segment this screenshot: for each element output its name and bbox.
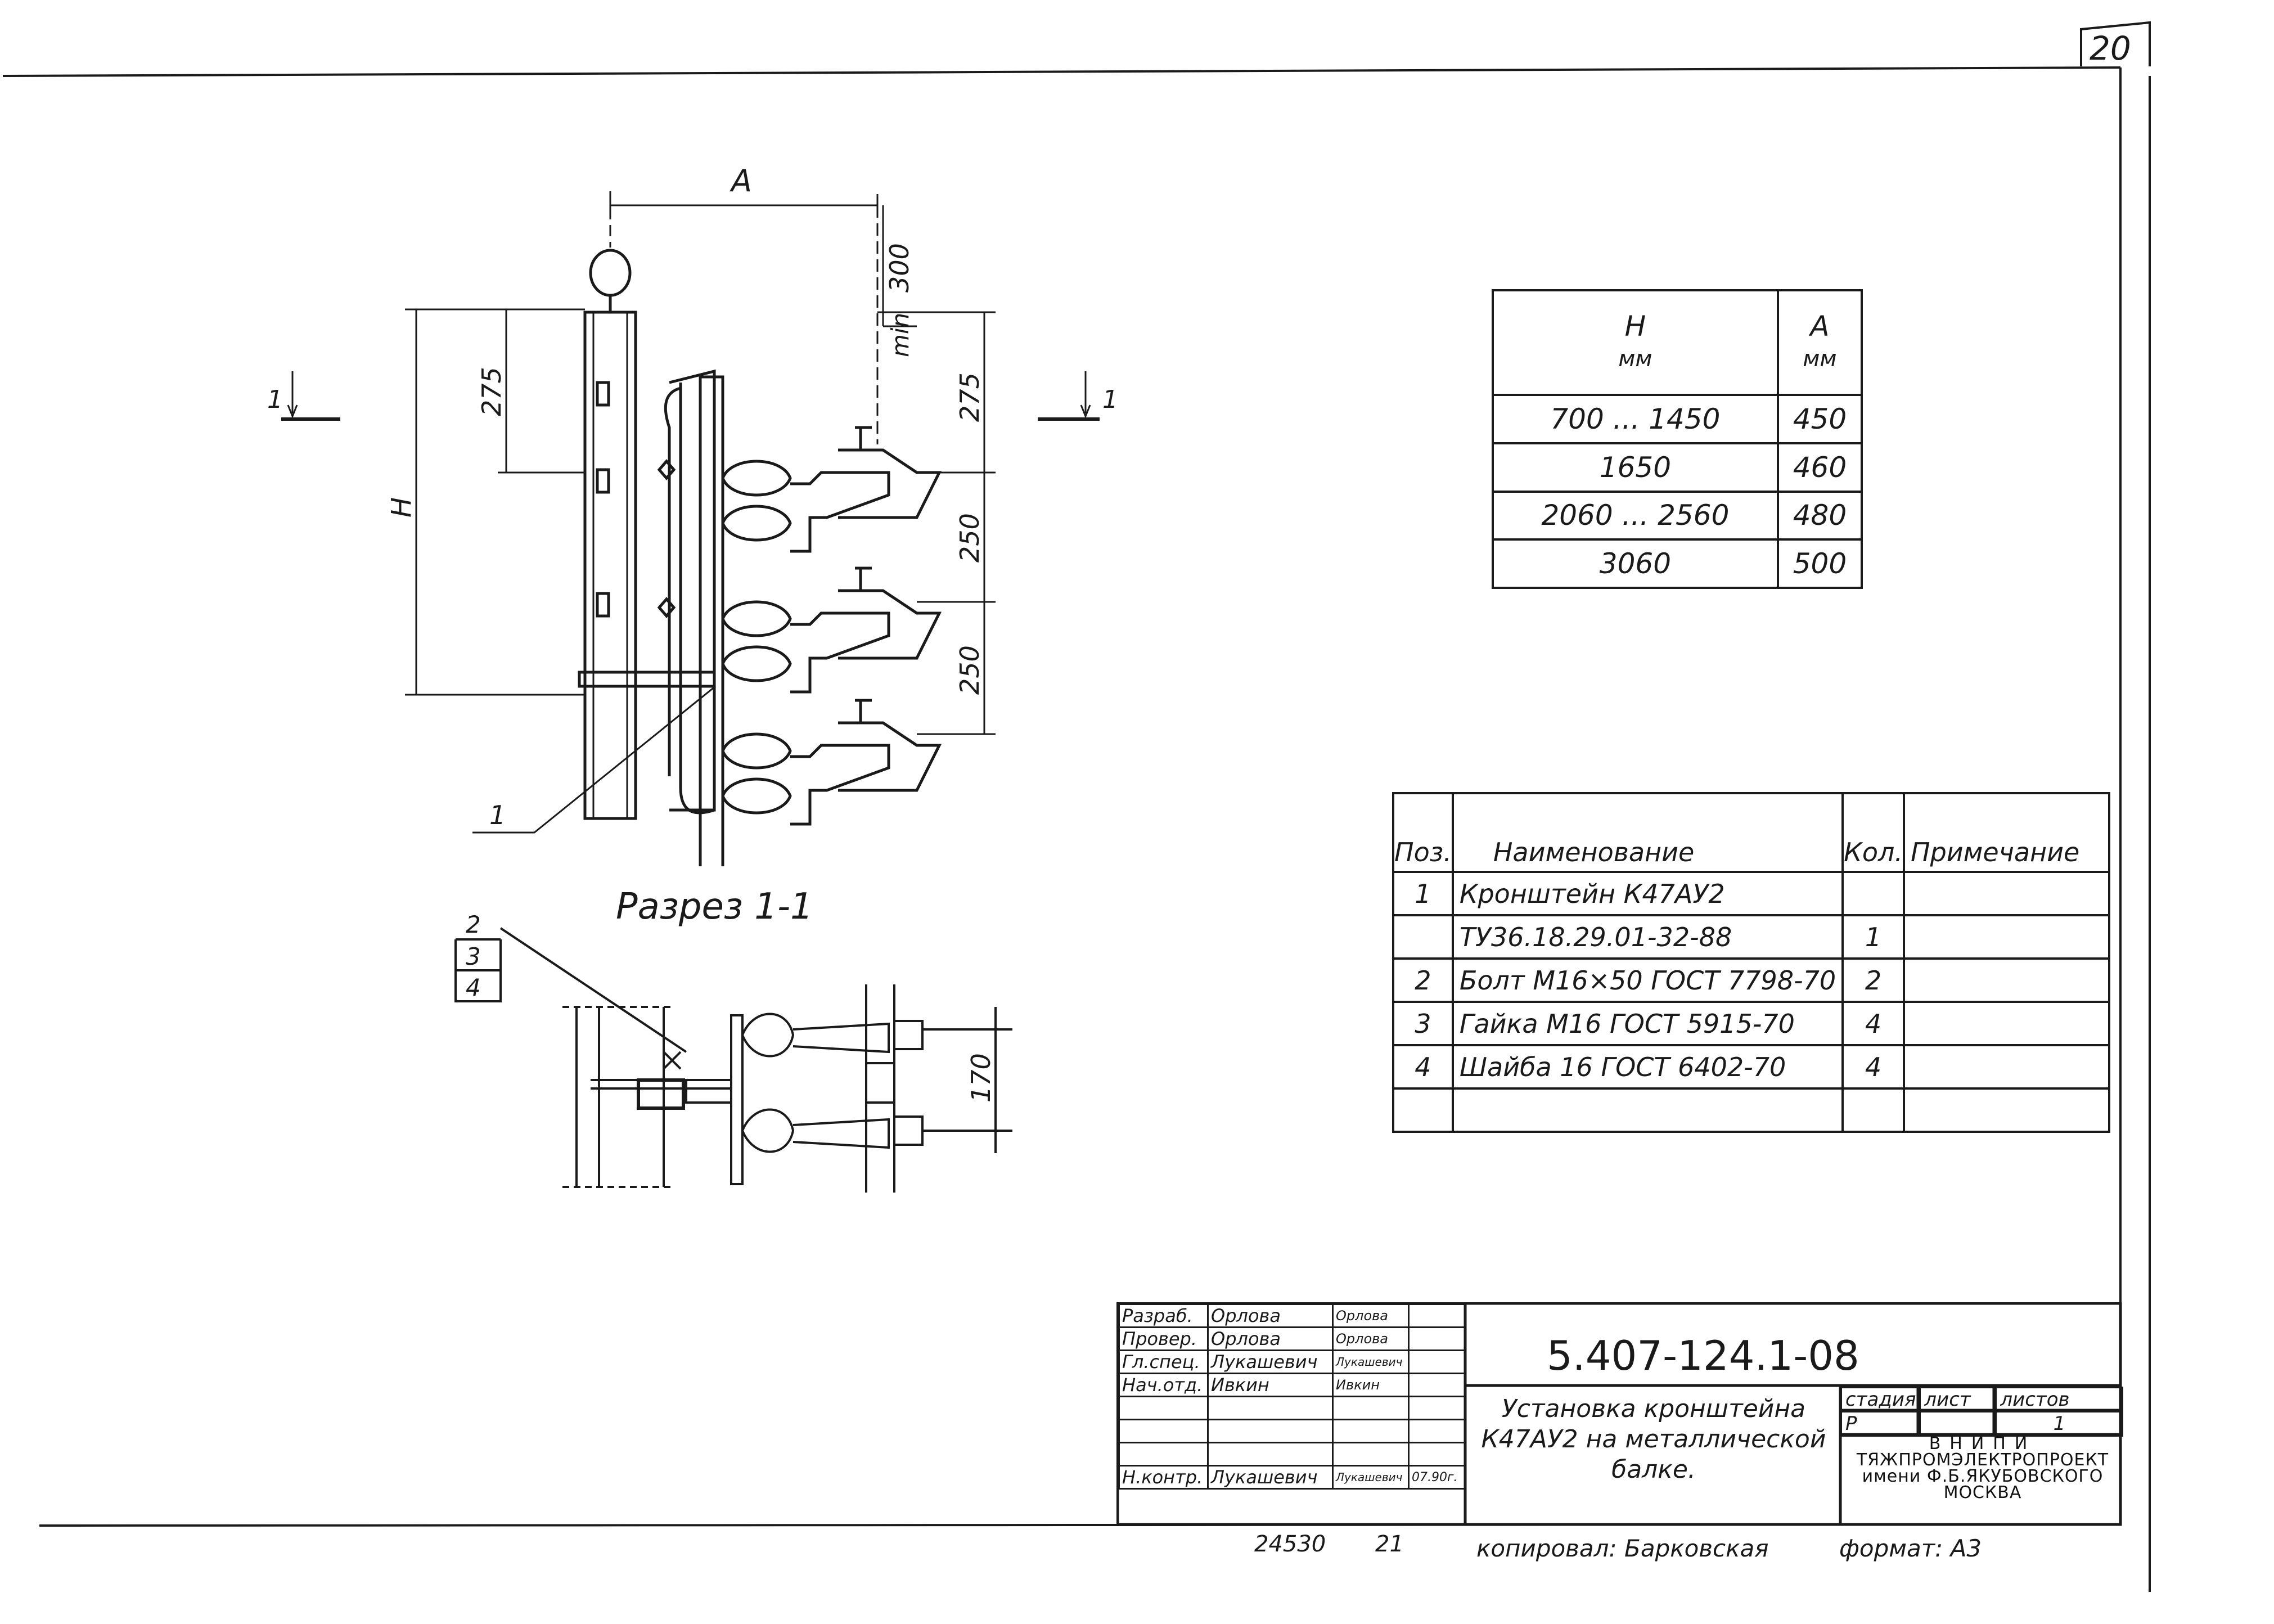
dim-300: 300	[884, 243, 915, 293]
dim-a: A	[730, 163, 752, 199]
spec-header-name: Наименование	[1451, 792, 1844, 873]
callout-2: 2	[466, 911, 481, 938]
org-line-4: МОСКВА	[1943, 1483, 2022, 1502]
section-mark-right: 1	[1102, 385, 1118, 414]
org-line-1: ВНИПИ	[1929, 1434, 2037, 1454]
dim-170: 170	[966, 1053, 996, 1103]
sheets-value: 1	[1995, 1411, 2124, 1437]
signature-row	[1118, 1442, 1466, 1466]
spec-header-qty: Кол.	[1841, 792, 1905, 873]
organization: ВНИПИ ТЯЖПРОМЭЛЕКТРОПРОЕКТ имени Ф.Б.ЯКУ…	[1842, 1436, 2123, 1501]
sheet-header: лист	[1919, 1387, 1997, 1412]
dim-275-right: 275	[954, 372, 985, 422]
sheet-format: формат: А3	[1839, 1535, 1982, 1562]
drawing-title: Установка кронштейна К47АУ2 на металличе…	[1481, 1394, 1826, 1484]
sheet-number: 20	[2090, 29, 2131, 68]
dim-275-left: 275	[476, 367, 507, 416]
spec-header-pos: Поз.	[1392, 792, 1454, 873]
org-line-3: имени Ф.Б.ЯКУБОВСКОГО	[1862, 1466, 2104, 1486]
callout-4: 4	[466, 974, 481, 1001]
spec-row	[1392, 1087, 2111, 1133]
page-number: 21	[1375, 1531, 1404, 1557]
section-mark-left: 1	[267, 385, 283, 414]
inventory-number: 24530	[1254, 1531, 1326, 1557]
section-view: 2 3 4 170	[454, 911, 1012, 1193]
spec-header-note: Примечание	[1902, 792, 2111, 873]
dim-min: min	[886, 313, 914, 357]
copied-by: копировал: Барковская	[1476, 1535, 1769, 1562]
signature-row	[1118, 1419, 1466, 1443]
sheet-value	[1919, 1411, 1997, 1437]
dim-h: H	[386, 497, 417, 518]
spec-header: Поз. Наименование Кол. Примечание	[1392, 792, 2111, 873]
org-line-2: ТЯЖПРОМЭЛЕКТРОПРОЕКТ	[1856, 1450, 2109, 1470]
dim-250-upper: 250	[954, 513, 985, 563]
callout-3: 3	[466, 943, 481, 970]
stage-value: Р	[1840, 1411, 1921, 1437]
sheets-header: листов	[1995, 1387, 2124, 1412]
bracket-side-view: A 300 min H 275 275 250 250 1 1 1	[267, 163, 1118, 866]
dim-250-lower: 250	[954, 645, 985, 695]
section-title: Разрез 1-1	[616, 886, 813, 928]
callout-1: 1	[489, 800, 506, 830]
signature-row	[1118, 1396, 1466, 1420]
stage-header: стадия	[1840, 1387, 1921, 1412]
drawing-code: 5.407-124.1-08	[1547, 1332, 1859, 1379]
